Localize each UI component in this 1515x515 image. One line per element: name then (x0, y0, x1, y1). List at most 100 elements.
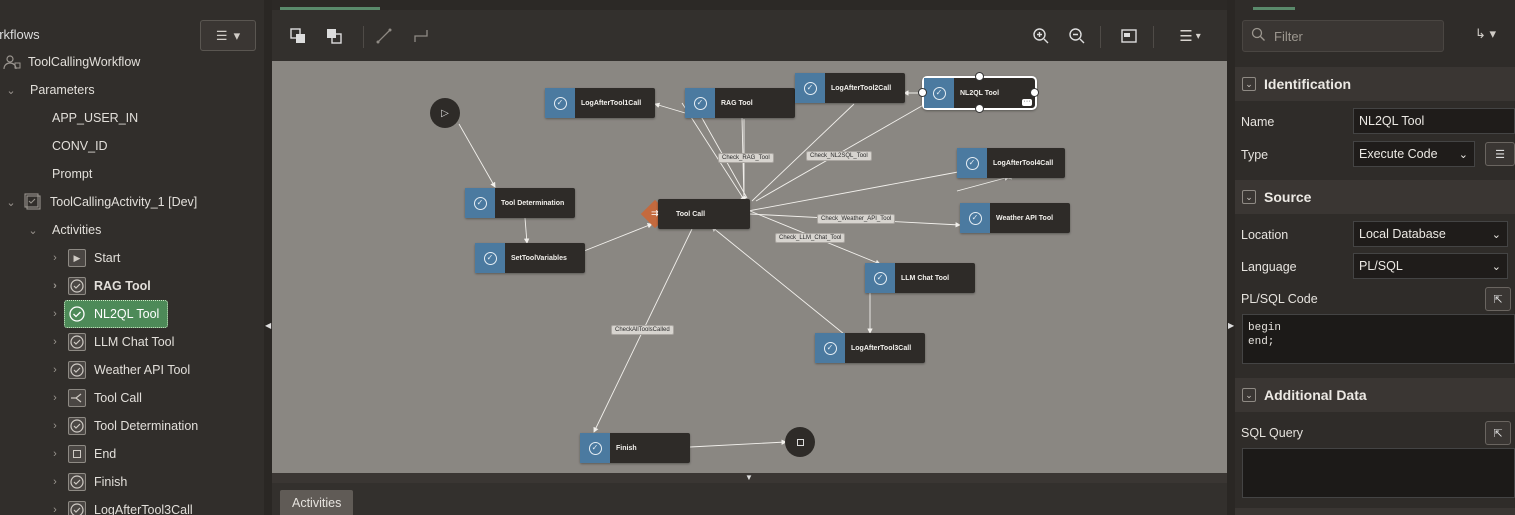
filter-input[interactable]: Filter (1242, 20, 1444, 52)
edge-label[interactable]: Check_LLM_Chat_Tool (775, 233, 846, 243)
node-llm-chat-tool[interactable]: ✓ LLM Chat Tool (865, 263, 975, 293)
stop-icon (796, 438, 804, 446)
chevron-right-icon[interactable]: › (53, 420, 57, 432)
node-logaftertool3call[interactable]: ✓ LogAfterTool3Call (815, 333, 925, 363)
bottom-splitter[interactable]: ▼ (272, 473, 1227, 483)
tree-label: Start (94, 251, 121, 265)
tree-item-tool-call[interactable]: › Tool Call (0, 384, 264, 412)
chevron-right-icon[interactable]: › (53, 252, 57, 264)
edge-label[interactable]: Check_Weather_API_Tool (817, 214, 896, 224)
section-identification[interactable]: ⌄ Identification (1235, 67, 1515, 101)
node-settoolvariables[interactable]: ✓ SetToolVariables (475, 243, 585, 273)
edge-label[interactable]: Check_NL2SQL_Tool (806, 151, 872, 161)
node-logaftertool4call[interactable]: ✓ LogAfterTool4Call (957, 148, 1065, 178)
diagram-menu-icon[interactable]: ☰ ▾ (1179, 28, 1201, 45)
node-tool-call[interactable]: Tool Call (658, 199, 750, 229)
node-tool-determination[interactable]: ✓ Tool Determination (465, 188, 575, 218)
left-splitter[interactable]: ◀ (264, 0, 272, 515)
chevron-right-icon[interactable]: › (53, 504, 57, 515)
send-backward-icon[interactable] (322, 24, 346, 48)
name-field[interactable]: NL2QL Tool (1353, 108, 1515, 134)
tree-item-logaftertool3call[interactable]: › LogAfterTool3Call (0, 496, 264, 515)
tree-item-param[interactable]: APP_USER_IN (0, 104, 264, 132)
chevron-right-icon[interactable]: › (53, 364, 57, 376)
tree-item-start[interactable]: › ▶ Start (0, 244, 264, 272)
location-select[interactable]: Local Database ⌄ (1353, 221, 1508, 247)
tree-item-param[interactable]: Prompt (0, 160, 264, 188)
search-icon (1251, 27, 1266, 45)
language-select[interactable]: PL/SQL ⌄ (1353, 253, 1508, 279)
tree-menu-button[interactable]: ☰ ▾ (200, 20, 256, 51)
tree-item-end[interactable]: › End (0, 440, 264, 468)
selected-highlight (64, 300, 168, 328)
expand-editor-icon[interactable]: ⇱ (1485, 421, 1511, 445)
elbow-line-icon[interactable] (409, 24, 433, 48)
stop-icon (68, 445, 86, 463)
tree-item-workflow[interactable]: ToolCallingWorkflow (0, 48, 264, 76)
check-circle-icon: ✓ (957, 148, 987, 178)
go-to-group-icon[interactable]: ↳ ▾ (1475, 26, 1497, 41)
tree-item-tool-determination[interactable]: › Tool Determination (0, 412, 264, 440)
fit-to-window-icon[interactable] (1117, 24, 1141, 48)
chevron-down-icon[interactable]: ⌄ (1242, 190, 1256, 204)
edge-label[interactable]: Check_RAG_Tool (718, 153, 774, 163)
tree-item-finish[interactable]: › Finish (0, 468, 264, 496)
node-rag-tool[interactable]: ✓ RAG Tool (685, 88, 795, 118)
sql-query-editor[interactable] (1242, 448, 1515, 498)
tab-activities[interactable]: Activities (280, 490, 354, 515)
chevron-right-icon[interactable]: › (53, 280, 57, 292)
chevron-right-icon[interactable]: › (53, 392, 57, 404)
tree-item-rag-tool[interactable]: › RAG Tool (0, 272, 264, 300)
plsql-code-editor[interactable]: begin end; (1242, 314, 1515, 364)
zoom-in-icon[interactable] (1029, 24, 1053, 48)
tree-item-llm-chat-tool[interactable]: › LLM Chat Tool (0, 328, 264, 356)
node-label: Finish (616, 444, 637, 452)
end-node[interactable] (785, 427, 815, 457)
tree-item-activity[interactable]: ⌄ ToolCallingActivity_1 [Dev] (0, 188, 264, 216)
connector-handle[interactable] (975, 72, 984, 81)
connector-handle[interactable] (918, 88, 927, 97)
property-editor: Filter ↳ ▾ ⌄ Identification Name NL2QL T… (1235, 0, 1515, 515)
section-additional-data[interactable]: ⌄ Additional Data (1235, 378, 1515, 412)
chevron-down-icon[interactable]: ⌄ (28, 224, 38, 237)
node-finish[interactable]: ✓ Finish (580, 433, 690, 463)
tree-label: ToolCallingActivity_1 [Dev] (50, 195, 198, 209)
chevron-right-icon[interactable]: › (53, 448, 57, 460)
edge-label[interactable]: CheckAllToolsCalled (611, 325, 674, 335)
node-weather-api-tool[interactable]: ✓ Weather API Tool (960, 203, 1070, 233)
tree-item-weather-api-tool[interactable]: › Weather API Tool (0, 356, 264, 384)
list-icon[interactable]: ☰ (1485, 142, 1515, 166)
start-node[interactable]: ▷ (430, 98, 460, 128)
connector-handle[interactable] (1030, 88, 1039, 97)
diagram-canvas[interactable]: ▷ ✓ LogAfterTool1Call ✓ RAG Tool ✓ LogAf… (272, 61, 1227, 473)
node-logaftertool1call[interactable]: ✓ LogAfterTool1Call (545, 88, 655, 118)
tree-item-nl2ql-tool[interactable]: › NL2QL Tool (0, 300, 264, 328)
collapse-down-icon[interactable]: ▼ (745, 473, 753, 482)
chevron-down-icon[interactable]: ⌄ (6, 84, 16, 97)
type-select[interactable]: Execute Code ⌄ (1353, 141, 1475, 167)
right-splitter[interactable]: ▶ (1227, 0, 1235, 515)
straight-line-icon[interactable] (372, 24, 396, 48)
connector-handle[interactable] (975, 104, 984, 113)
tree-item-activities[interactable]: ⌄ Activities (0, 216, 264, 244)
connections-layer (458, 90, 1013, 448)
tree-item-parameters[interactable]: ⌄ Parameters (0, 76, 264, 104)
switch-icon (68, 389, 86, 407)
node-logaftertool2call[interactable]: ✓ LogAfterTool2Call (795, 73, 905, 103)
chevron-down-icon[interactable]: ⌄ (1242, 77, 1256, 91)
collapse-left-icon[interactable]: ◀ (265, 321, 272, 330)
sql-query-label: SQL Query (1241, 426, 1304, 440)
chevron-down-icon[interactable]: ⌄ (1242, 388, 1256, 402)
expand-editor-icon[interactable]: ⇱ (1485, 287, 1511, 311)
more-icon[interactable]: ··· (1022, 98, 1032, 106)
chevron-down-icon[interactable]: ⌄ (6, 196, 16, 209)
chevron-right-icon[interactable]: › (53, 336, 57, 348)
zoom-out-icon[interactable] (1065, 24, 1089, 48)
section-source[interactable]: ⌄ Source (1235, 180, 1515, 214)
bring-forward-icon[interactable] (286, 24, 310, 48)
chevron-right-icon[interactable]: › (53, 308, 57, 320)
chevron-right-icon[interactable]: › (53, 476, 57, 488)
tree-item-param[interactable]: CONV_ID (0, 132, 264, 160)
collapse-right-icon[interactable]: ▶ (1228, 321, 1235, 330)
